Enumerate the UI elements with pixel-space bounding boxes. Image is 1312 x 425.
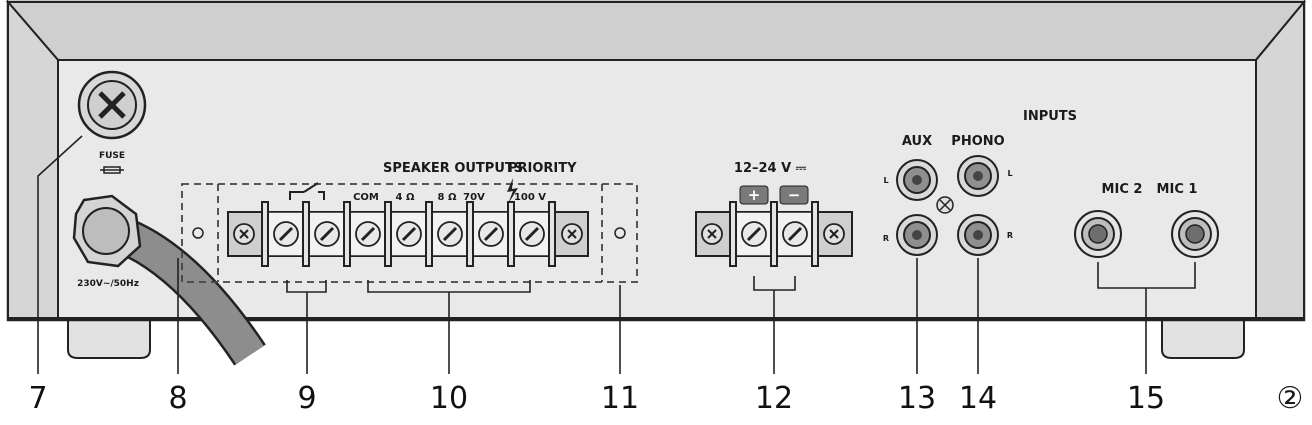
speaker-terminal-block: [227, 201, 589, 267]
callout-15: 15: [1127, 381, 1165, 416]
callout-12: 12: [755, 381, 793, 416]
mic1-label: MIC 1: [1157, 182, 1198, 197]
speaker-outputs-label: SPEAKER OUTPUTS: [383, 161, 523, 176]
housing: [5, 0, 1307, 322]
dc-plus-badge: [739, 185, 769, 205]
ohm8-label: 8 Ω: [438, 192, 457, 203]
priority-label: PRIORITY: [508, 161, 577, 176]
com-label: COM: [353, 192, 379, 203]
leader-7: [37, 135, 83, 374]
dc-terminal-block: + −: [695, 185, 853, 267]
phono-right-jack: [957, 214, 999, 256]
dc-minus-symbol: −: [788, 186, 801, 204]
mic2-jack: [1074, 210, 1122, 258]
aux-right-label: R: [883, 234, 889, 243]
leader-12: [753, 276, 796, 374]
aux-left-jack: [896, 159, 938, 201]
callout-8: 8: [168, 381, 187, 416]
dc-voltage-label: 12–24 V ⎓: [734, 161, 807, 176]
aux-left-label: L: [883, 176, 888, 185]
ohm4-label: 4 Ω: [396, 192, 415, 203]
figure-number: ②: [1277, 381, 1304, 416]
callout-9: 9: [297, 381, 316, 416]
mic1-jack: [1171, 210, 1219, 258]
fuse-label: FUSE: [99, 151, 125, 161]
callout-10: 10: [430, 381, 468, 416]
callout-11: 11: [601, 381, 639, 416]
speaker-output-dashed-frame: [181, 183, 638, 283]
mounting-hole-right: [614, 227, 626, 239]
priority-switch-icon: [289, 182, 325, 200]
mains-voltage-label: 230V~/50Hz: [77, 279, 139, 289]
inputs-label: INPUTS: [1023, 109, 1077, 124]
center-screw-icon: [936, 196, 954, 214]
dc-minus-badge: [779, 185, 809, 205]
phono-left-label: L: [1007, 169, 1012, 178]
v70-label: 70V: [463, 192, 485, 203]
mounting-hole-left: [192, 227, 204, 239]
dc-plus-symbol: +: [748, 186, 761, 204]
right-foot: [1161, 317, 1245, 359]
lightning-icon: [507, 178, 518, 204]
phono-right-label: R: [1007, 231, 1013, 240]
leader-15: [1097, 262, 1196, 374]
mains-cable: 230V~/50Hz: [72, 194, 266, 366]
mic2-label: MIC 2: [1102, 182, 1143, 197]
callout-leaders: [37, 135, 1196, 374]
leader-10: [367, 280, 531, 374]
left-foot: [67, 317, 151, 359]
phono-left-jack: [957, 155, 999, 197]
terminal-separators: [261, 201, 556, 267]
phono-label: PHONO: [951, 134, 1004, 149]
callout-7: 7: [28, 381, 47, 416]
leader-9: [286, 280, 327, 374]
aux-label: AUX: [902, 134, 932, 149]
v100-label: 100 V: [514, 192, 546, 203]
fuse-holder: FUSE: [77, 70, 147, 174]
aux-right-jack: [896, 214, 938, 256]
callout-13: 13: [898, 381, 936, 416]
callout-14: 14: [959, 381, 997, 416]
